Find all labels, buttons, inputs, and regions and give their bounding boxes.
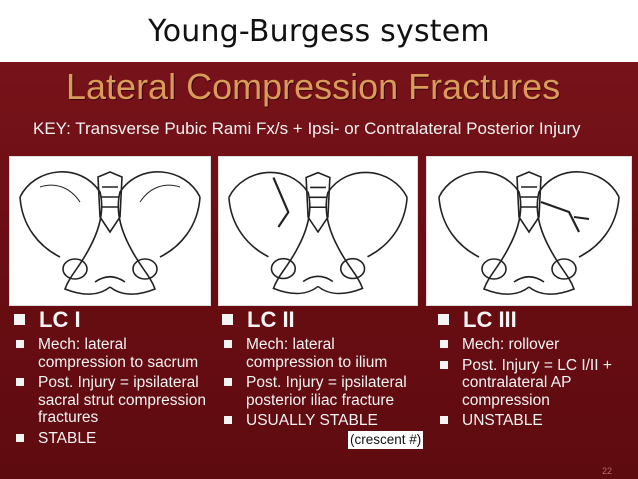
square-bullet-icon [14,313,25,325]
pelvis-lc2-illustration [218,156,418,306]
pelvis-lc3-illustration [426,156,632,306]
square-bullet-icon [438,313,449,325]
pelvis-lc2-drawing [228,171,408,295]
lc2-title: LC II [222,308,422,332]
square-bullet-icon [222,313,233,325]
lc3-title-text: LC III [463,307,517,332]
lc2-column: LC II Mech: lateral compression to ilium… [222,308,422,433]
lc2-mech: Mech: lateral compression to ilium [246,336,388,371]
lc1-title: LC I [14,308,214,332]
lc1-column: LC I Mech: lateral compression to sacrum… [14,308,214,450]
lc3-title: LC III [438,308,630,332]
lc3-mech: Mech: rollover [462,336,560,353]
lc2-item: USUALLY STABLE [222,412,422,430]
square-bullet-icon [440,340,448,348]
lc2-item: Mech: lateral compression to ilium [222,336,422,371]
panel-heading: Lateral Compression Fractures [66,66,561,107]
lc3-item: UNSTABLE [438,412,630,430]
lc1-mech: Mech: lateral compression to sacrum [38,336,199,371]
pelvis-lc3-drawing [438,171,620,295]
lc3-stability: UNSTABLE [462,412,543,429]
key-line: KEY: Transverse Pubic Rami Fx/s + Ipsi- … [33,119,581,138]
lc1-item: Mech: lateral compression to sacrum [14,336,214,371]
square-bullet-icon [224,378,232,386]
lc1-item: Post. Injury = ipsilateral sacral strut … [14,374,214,427]
lc3-column: LC III Mech: rollover Post. Injury = LC … [438,308,630,433]
square-bullet-icon [16,340,24,348]
square-bullet-icon [16,433,24,442]
content-panel: Lateral Compression Fractures KEY: Trans… [0,62,638,479]
pelvis-lc1-drawing [19,171,201,295]
lc2-item: Post. Injury = ipsilateral posterior ili… [222,374,422,409]
lc2-title-text: LC II [247,307,295,332]
square-bullet-icon [440,416,448,424]
square-bullet-icon [440,360,448,369]
lc1-item: STABLE [14,430,214,448]
page-number: 22 [601,466,612,476]
lc3-item: Post. Injury = LC I/II + contralateral A… [438,357,630,410]
lc2-post-injury: Post. Injury = ipsilateral posterior ili… [246,374,407,409]
square-bullet-icon [224,416,232,424]
lc1-post-injury: Post. Injury = ipsilateral sacral strut … [38,374,206,426]
square-bullet-icon [16,378,24,386]
lc2-stability: USUALLY STABLE [246,412,378,429]
slide-title: Young-Burgess system [148,14,490,49]
lc3-item: Mech: rollover [438,336,630,354]
crescent-callout: (crescent #) [348,431,424,449]
lc1-stability: STABLE [38,429,97,447]
square-bullet-icon [224,340,232,348]
pelvis-lc1-illustration [9,156,211,306]
lc1-title-text: LC I [39,307,81,332]
lc3-post-injury: Post. Injury = LC I/II + contralateral A… [462,356,612,409]
